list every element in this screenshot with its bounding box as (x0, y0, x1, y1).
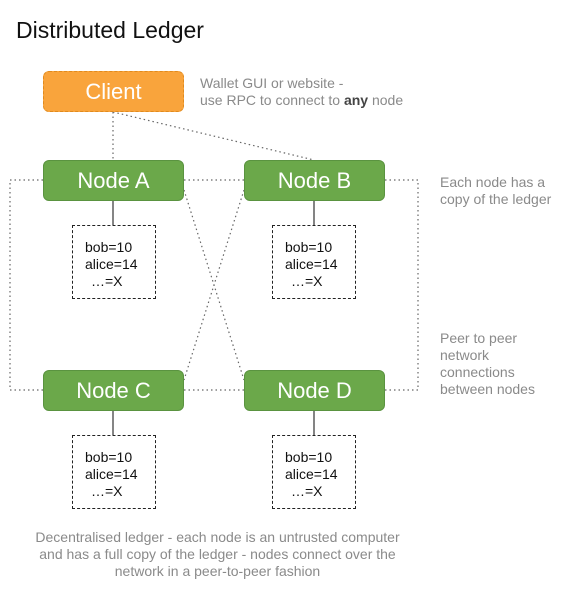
client-note-text: use RPC to connect to (200, 92, 344, 108)
ledger-entry: bob=10 (285, 239, 333, 255)
p2p-note-line: network (440, 347, 490, 363)
client-note-line2: use RPC to connect to any node (200, 92, 403, 109)
ledger-entry: …=X (291, 483, 323, 499)
caption-line: Decentralised ledger - each node is an u… (35, 529, 400, 545)
node-a-ledger: bob=10 alice=14 …=X (72, 225, 156, 299)
node-d-box: Node D (244, 370, 385, 411)
ledger-entry: …=X (91, 483, 123, 499)
node-a-to-node-c-link (9, 179, 43, 391)
client-box: Client (43, 71, 184, 112)
p2p-note-line: between nodes (440, 381, 535, 397)
node-b-box: Node B (244, 160, 385, 201)
client-note: Wallet GUI or website - use RPC to conne… (200, 75, 403, 109)
node-c-box: Node C (43, 370, 184, 411)
ledger-entry: …=X (291, 273, 323, 289)
client-note-emphasis: any (343, 92, 369, 108)
ledger-entry: …=X (91, 273, 123, 289)
ledger-entry: alice=14 (285, 466, 338, 482)
p2p-note: Peer to peer network connections between… (440, 330, 535, 398)
ledger-copy-note-line2: copy of the ledger (440, 191, 552, 207)
ledger-entry: alice=14 (285, 256, 338, 272)
node-b-ledger: bob=10 alice=14 …=X (272, 225, 356, 299)
ledger-entry: alice=14 (85, 466, 138, 482)
caption-line: network in a peer-to-peer fashion (114, 563, 321, 579)
node-d-ledger: bob=10 alice=14 …=X (272, 435, 356, 509)
diagram-caption: Decentralised ledger - each node is an u… (20, 529, 415, 580)
node-b-to-node-c-link (183, 189, 245, 381)
ledger-entry: bob=10 (85, 239, 133, 255)
ledger-copy-note: Each node has a copy of the ledger (440, 174, 551, 208)
client-note-suffix: node (368, 92, 404, 108)
p2p-note-line: connections (440, 364, 515, 380)
client-note-line1: Wallet GUI or website - (200, 75, 344, 91)
diagram-title: Distributed Ledger (16, 17, 204, 43)
caption-line: and has a full copy of the ledger - node… (39, 546, 396, 562)
ledger-entry: alice=14 (85, 256, 138, 272)
node-c-ledger: bob=10 alice=14 …=X (72, 435, 156, 509)
client-to-node-b-link (112, 111, 315, 161)
node-a-box: Node A (43, 160, 184, 201)
p2p-note-line: Peer to peer (440, 330, 518, 346)
ledger-entry: bob=10 (85, 449, 133, 465)
ledger-copy-note-line1: Each node has a (440, 174, 546, 190)
node-b-to-node-d-link (385, 179, 419, 391)
ledger-entry: bob=10 (285, 449, 333, 465)
